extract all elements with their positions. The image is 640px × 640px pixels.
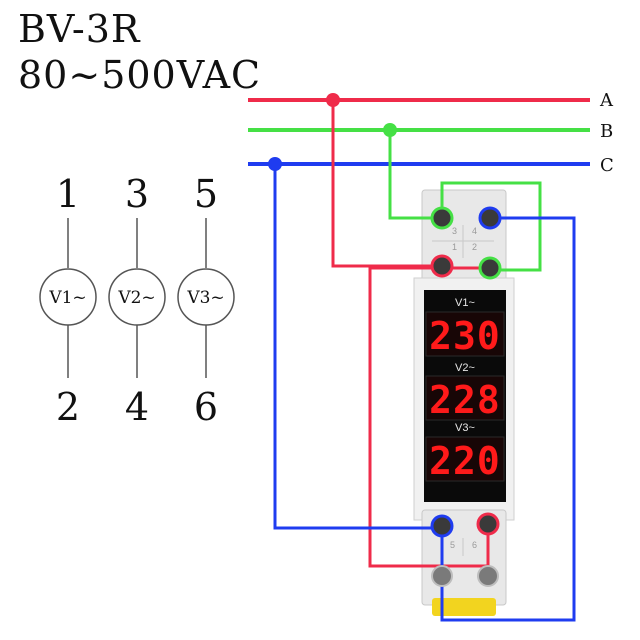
voltmeter-device: 3 4 1 2 5 6 V1~ 230 V2~ 228 V3~ 220 (413, 189, 515, 616)
terminal-screw-7 (431, 565, 453, 587)
phase-label-b: B (600, 121, 613, 142)
terminal-number-5: 5 (194, 172, 218, 216)
meter-label-v3: V3~ (186, 288, 224, 308)
terminal-screw-6 (476, 512, 500, 536)
wire-c-to-terminal-5 (273, 164, 442, 530)
meter-symbol-v1: 1 V1~ 2 (39, 172, 97, 429)
model-name: BV-3R (18, 7, 141, 51)
display-window-v2 (425, 375, 505, 421)
terminal-label-5: 5 (450, 540, 455, 550)
terminal-label-6: 6 (472, 540, 477, 550)
wire-b-to-terminal-3 (388, 130, 442, 220)
terminal-number-3: 3 (125, 172, 149, 216)
terminal-label-4: 4 (472, 226, 477, 236)
terminal-screw-4 (478, 206, 502, 230)
wire-a-to-terminal-1 (331, 100, 442, 268)
terminal-label-2: 2 (472, 242, 477, 252)
terminal-screw-3 (430, 206, 454, 230)
diagram-title: BV-3R 80~500VAC (18, 6, 261, 98)
meter-symbol-v2: 3 V2~ 4 (108, 172, 166, 429)
terminal-screw-2 (478, 256, 502, 280)
din-clip (432, 598, 496, 616)
phase-label-a: A (599, 90, 614, 111)
terminal-label-3: 3 (452, 226, 457, 236)
junction-dot-c (268, 157, 282, 171)
display-reading-v1: 230 (429, 314, 501, 358)
terminal-screw-8 (477, 565, 499, 587)
display-label-v3: V3~ (455, 422, 475, 434)
meter-label-v1: V1~ (48, 288, 86, 308)
terminal-screw-5 (430, 514, 454, 538)
display-window-v1 (425, 311, 505, 357)
terminal-number-6: 6 (194, 385, 218, 429)
wire-c-jumper-5-to-4 (440, 216, 576, 622)
voltage-range: 80~500VAC (18, 53, 262, 97)
junction-dot-a (326, 93, 340, 107)
terminal-screw-1 (430, 254, 454, 278)
terminal-number-1: 1 (56, 172, 80, 216)
wire-a-to-terminal-6 (368, 266, 490, 568)
display-label-v1: V1~ (455, 297, 475, 309)
wire-b-jumper-3-to-2 (440, 181, 542, 272)
display-reading-v2: 228 (429, 378, 501, 422)
meter-label-v2: V2~ (117, 288, 155, 308)
phase-label-c: C (600, 155, 614, 176)
display-reading-v3: 220 (429, 439, 501, 483)
display-label-v2: V2~ (455, 362, 475, 374)
terminal-number-4: 4 (125, 385, 149, 429)
junction-dot-b (383, 123, 397, 137)
terminal-number-2: 2 (56, 385, 80, 429)
terminal-label-1: 1 (452, 242, 457, 252)
display-window-v3 (425, 436, 505, 482)
meter-symbol-v3: 5 V3~ 6 (177, 172, 235, 429)
